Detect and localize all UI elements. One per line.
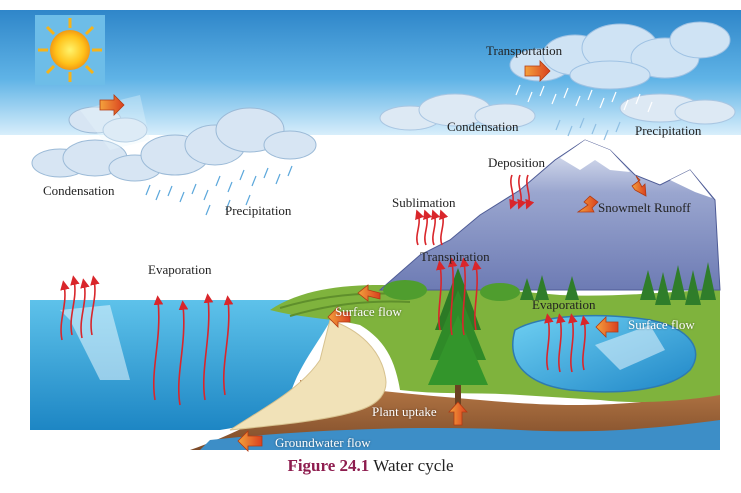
beach — [229, 319, 387, 431]
sun-icon — [35, 15, 105, 85]
deposition-arrows — [509, 174, 535, 210]
figure-caption: Figure 24.1 Water cycle — [0, 456, 741, 476]
label-evaporation-sea: Evaporation — [148, 262, 212, 277]
label-evaporation-lake: Evaporation — [532, 297, 596, 312]
label-precipitation-left: Precipitation — [225, 203, 292, 218]
pine-tree — [428, 268, 488, 405]
sea-flow-arrow — [60, 305, 130, 380]
orange-arrow-icons — [99, 60, 647, 452]
label-transportation: Transportation — [486, 43, 563, 58]
forest — [520, 262, 716, 305]
figure-number: Figure 24.1 — [287, 456, 370, 475]
sky-wind-arrow — [80, 95, 150, 150]
figure-title: Water cycle — [373, 456, 454, 475]
label-precipitation-right: Precipitation — [635, 123, 702, 138]
sublimation-arrows — [415, 209, 449, 246]
label-groundwater-flow: Groundwater flow — [275, 435, 371, 450]
evaporation-arrows-sea — [60, 275, 234, 406]
label-sublimation: Sublimation — [392, 195, 456, 210]
label-snowmelt-runoff: Snowmelt Runoff — [598, 200, 691, 215]
label-surface-flow-right: Surface flow — [628, 317, 695, 332]
rain-left — [145, 165, 293, 216]
transpiration-arrows — [436, 257, 482, 336]
lake-flow-arrow — [595, 325, 665, 370]
cloud-top-center — [379, 93, 736, 131]
cloud-top-right — [509, 21, 731, 90]
label-transpiration: Transpiration — [420, 249, 490, 264]
evaporation-arrows-lake — [544, 313, 590, 373]
mountain-snow — [560, 140, 712, 198]
groundwater — [200, 420, 720, 450]
rain-right-lower — [555, 117, 621, 141]
label-condensation-top: Condensation — [447, 119, 519, 134]
label-plant-uptake: Plant uptake — [372, 404, 437, 419]
label-condensation-left: Condensation — [43, 183, 115, 198]
label-deposition: Deposition — [488, 155, 546, 170]
bushes — [383, 280, 520, 301]
rain-right — [515, 84, 653, 113]
cloud-left — [31, 106, 317, 182]
label-surface-flow-left: Surface flow — [335, 304, 402, 319]
